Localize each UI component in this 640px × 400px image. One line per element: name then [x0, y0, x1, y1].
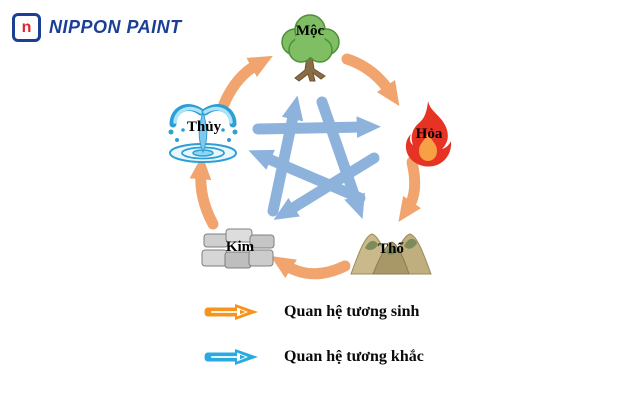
water-icon — [168, 104, 238, 163]
legend-item-overcoming: Quan hệ tương khắc — [202, 347, 424, 367]
overcoming-arrow-icon — [204, 349, 258, 365]
arrow-overcoming-kim-moc — [267, 95, 304, 217]
element-label-hoa: Hỏa — [415, 126, 443, 142]
brand-logo: n NIPPON PAINT — [12, 13, 182, 42]
mountain-icon — [350, 233, 432, 275]
arrow-generating-moc-hoa — [341, 53, 400, 107]
element-label-thuy: Thủy — [186, 119, 222, 135]
arrow-generating-thuy-moc — [218, 55, 273, 110]
arrow-overcoming-moc-tho — [316, 96, 365, 220]
brand-logo-icon: n — [12, 13, 41, 42]
element-label-kim: Kim — [225, 239, 255, 255]
element-label-tho: Thổ — [378, 241, 404, 257]
arrow-generating-tho-kim — [270, 255, 351, 280]
legend-label-overcoming: Quan hệ tương khắc — [284, 348, 424, 365]
brand-logo-text: NIPPON PAINT — [49, 17, 182, 37]
legend-item-generating: Quan hệ tương sinh — [202, 302, 419, 322]
legend-label-generating: Quan hệ tương sinh — [284, 303, 420, 320]
fire-icon — [405, 101, 452, 167]
arrow-generating-hoa-tho — [398, 156, 422, 222]
brand-logo-letter: n — [21, 18, 32, 36]
element-label-moc: Mộc — [295, 23, 325, 39]
tree-icon — [281, 14, 340, 82]
arrow-overcoming-hoa-kim — [273, 152, 380, 220]
generating-arrow-icon — [204, 304, 258, 320]
metal-icon — [201, 228, 275, 269]
arrow-generating-kim-thuy — [189, 155, 219, 230]
generating-cycle-arrows — [189, 53, 422, 280]
arrow-overcoming-thuy-hoa — [252, 116, 381, 139]
overcoming-cycle-arrows — [248, 95, 381, 220]
